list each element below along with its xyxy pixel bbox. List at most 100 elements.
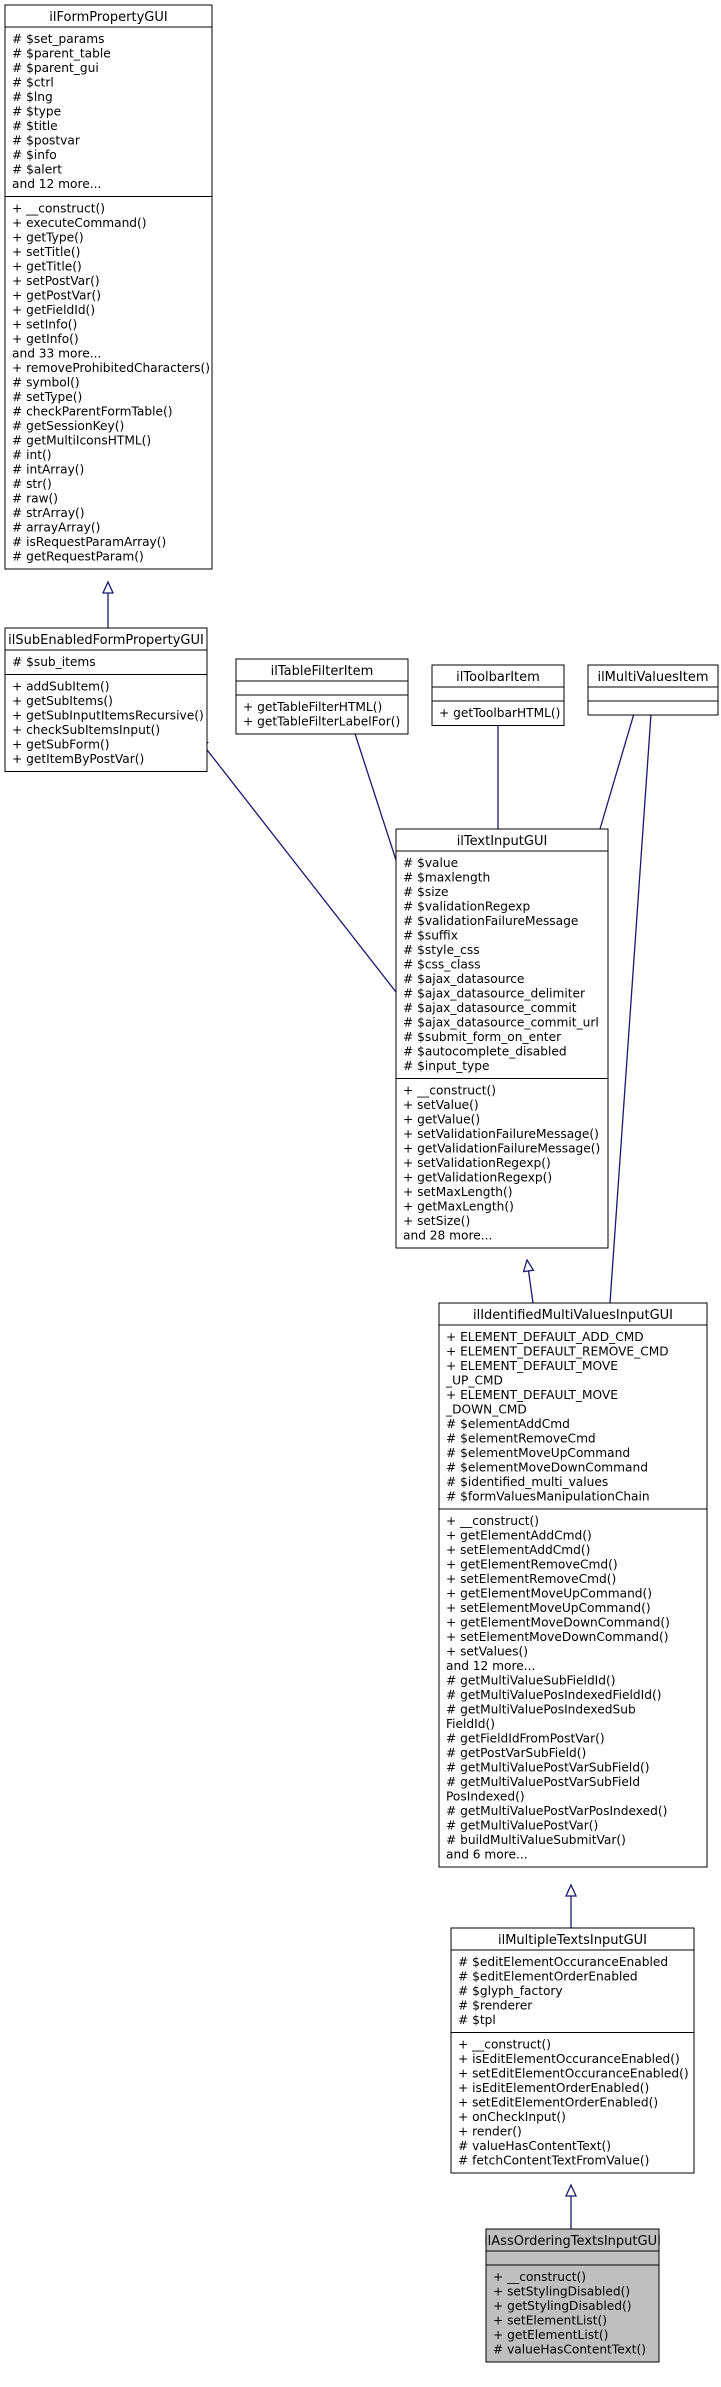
class-title: ilTextInputGUI [457,834,548,849]
class-box-frame [587,664,719,716]
class-box[interactable]: ilMultiValuesItem [587,664,719,716]
class-method: # valueHasContentText() [493,2343,646,2357]
class-box-frame [431,664,565,726]
class-box[interactable]: ilToolbarItem+ getToolbarHTML() [431,664,565,726]
class-method: + setElementList() [493,2314,607,2328]
class-method: + getMaxLength() [403,1200,514,1214]
class-attribute: # $title [12,119,58,133]
class-attribute: + ELEMENT_DEFAULT_MOVE [446,1388,618,1402]
class-attribute: # $suffix [403,929,458,943]
class-attribute: # $elementAddCmd [446,1417,570,1431]
class-attribute: _DOWN_CMD [445,1403,527,1417]
class-attribute: # $css_class [403,958,481,972]
class-box[interactable]: ilTableFilterItem+ getTableFilterHTML()+… [235,658,409,735]
class-box-frame [450,1927,695,2174]
class-method: + getStylingDisabled() [493,2299,632,2313]
class-box-frame [4,4,213,570]
class-attribute: # $sub_items [12,655,96,669]
class-box-frame [395,828,609,1249]
class-method: # getMultiValuePostVarSubField() [446,1761,650,1775]
class-method: + setElementMoveDownCommand() [446,1630,669,1644]
class-title: ilSubEnabledFormPropertyGUI [8,633,204,648]
class-boxes: ilFormPropertyGUI# $set_params# $parent_… [4,4,719,2363]
class-box[interactable]: ilAssOrderingTextsInputGUI+ __construct(… [484,2228,661,2363]
class-attribute: # $glyph_factory [458,1984,563,1998]
class-method: + setValidationRegexp() [403,1156,551,1170]
class-box[interactable]: ilSubEnabledFormPropertyGUI # $sub_items +… [4,627,208,772]
class-method: + getElementRemoveCmd() [446,1558,618,1572]
class-method: PosIndexed() [446,1790,525,1804]
class-attribute: # $tpl [458,2013,496,2027]
class-method: + getValidationRegexp() [403,1171,552,1185]
class-method: + getInfo() [12,332,79,346]
class-method: # getMultiValuePostVarSubField [446,1775,640,1789]
class-method: + setElementMoveUpCommand() [446,1601,651,1615]
class-box[interactable]: ilMultipleTextsInputGUI# $editElementOcc… [450,1927,695,2174]
class-method: + getValidationFailureMessage() [403,1142,600,1156]
class-attribute: # $editElementOrderEnabled [458,1970,638,1984]
class-method: + setSize() [403,1214,470,1228]
class-box[interactable]: ilIdentifiedMultiValuesInputGUI+ ELEMENT… [438,1302,708,1868]
class-method: + setStylingDisabled() [493,2285,630,2299]
class-box-frame [438,1302,708,1868]
class-method: + __construct() [12,202,105,216]
class-method: # intArray() [12,463,84,477]
class-title: ilAssOrderingTextsInputGUI [484,2234,661,2249]
class-method: + setValue() [403,1098,479,1112]
class-method: + setInfo() [12,318,77,332]
class-attribute: # $ajax_datasource_commit_url [403,1016,599,1030]
class-title: ilToolbarItem [456,670,540,685]
class-method: + __construct() [403,1084,496,1098]
class-box[interactable]: ilFormPropertyGUI# $set_params# $parent_… [4,4,213,570]
class-method: # setType() [12,390,82,404]
class-method: + setMaxLength() [403,1185,512,1199]
class-attribute: # $formValuesManipulationChain [446,1490,650,1504]
inheritance-arrowhead [564,2183,578,2197]
class-method: # arrayArray() [12,521,100,535]
class-attribute: # $autocomplete_disabled [403,1045,567,1059]
class-method: + getTableFilterHTML() [243,700,382,714]
class-attribute: # $ajax_datasource_commit [403,1001,577,1015]
class-method: # getMultiValuePosIndexedSub [446,1703,636,1717]
inheritance-edge [527,1270,534,1304]
class-method: + render() [458,2125,522,2139]
class-method: # strArray() [12,506,85,520]
class-box[interactable]: ilTextInputGUI# $value# $maxlength# $siz… [395,828,609,1249]
class-method: # symbol() [12,376,80,390]
class-method: + getElementList() [493,2328,608,2342]
class-method: + setValidationFailureMessage() [403,1127,599,1141]
class-attribute: # $elementMoveDownCommand [446,1461,648,1475]
class-method: # getRequestParam() [12,550,144,564]
class-method: FieldId() [446,1717,495,1731]
class-method: + getType() [12,231,84,245]
class-method: # raw() [12,492,58,506]
class-method: + removeProhibitedCharacters() [12,361,210,375]
class-method: + getPostVar() [12,289,101,303]
inheritance-arrowhead [564,1883,578,1897]
class-attribute: # $input_type [403,1059,490,1073]
class-attribute: # $ajax_datasource [403,972,524,986]
class-method: + setPostVar() [12,274,100,288]
class-method: + getValue() [403,1113,480,1127]
class-attribute: # $info [12,148,57,162]
class-method: # isRequestParamArray() [12,535,166,549]
class-method: + setTitle() [12,245,80,259]
class-method: # getMultiValuePostVarPosIndexed() [446,1804,667,1818]
inheritance-edge [599,710,636,830]
class-title: ilFormPropertyGUI [49,10,167,25]
class-method: + setElementRemoveCmd() [446,1572,616,1586]
class-method: # int() [12,448,52,462]
class-method: + addSubItem() [12,680,109,694]
class-method: # valueHasContentText() [458,2139,611,2153]
inheritance-edge [609,710,652,1304]
class-attribute: # $postvar [12,134,81,148]
class-attribute: + ELEMENT_DEFAULT_REMOVE_CMD [446,1345,669,1359]
class-method: + getTableFilterLabelFor() [243,715,400,729]
class-method: + getSubItems() [12,694,113,708]
class-attribute: # $validationRegexp [403,900,530,914]
class-method: # getMultiIconsHTML() [12,434,151,448]
class-method: + getSubForm() [12,738,110,752]
class-method: + setValues() [446,1645,528,1659]
class-title: ilMultiValuesItem [597,670,708,685]
